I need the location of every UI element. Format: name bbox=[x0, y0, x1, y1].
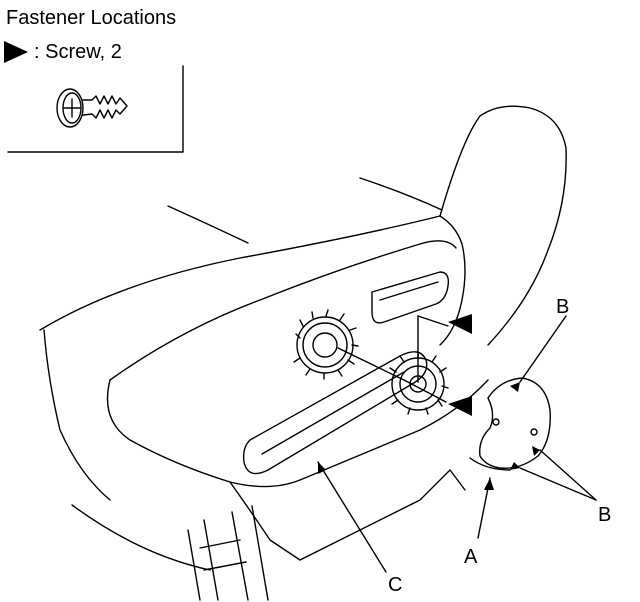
cover-b bbox=[469, 377, 551, 471]
page-title: Fastener Locations bbox=[6, 7, 177, 29]
lever-c bbox=[242, 351, 428, 475]
upper-recess-inner bbox=[379, 281, 439, 301]
legend-row: : Screw, 2 bbox=[4, 40, 122, 64]
leader-arrowhead-b-right1 bbox=[532, 446, 540, 456]
side-trim bbox=[106, 240, 489, 561]
leader-arrowhead-b-top bbox=[510, 382, 520, 392]
recliner-mechanism bbox=[293, 309, 449, 415]
callout-c: C bbox=[388, 574, 403, 596]
leader-arrowhead-c bbox=[318, 462, 326, 474]
screw-icon bbox=[56, 88, 128, 128]
arrowhead-triangle-icon bbox=[4, 41, 28, 63]
legend-label: : Screw, 2 bbox=[34, 41, 122, 63]
fastener-arrowhead-upper bbox=[448, 314, 472, 334]
callout-b-right: B bbox=[598, 504, 612, 526]
leader-lines bbox=[317, 315, 597, 573]
legend-frame bbox=[7, 65, 184, 153]
fastener-arrowhead-lower bbox=[448, 396, 472, 416]
upper-recess bbox=[371, 271, 450, 324]
leader-arrowhead-b-right2 bbox=[510, 462, 520, 470]
callout-a: A bbox=[464, 546, 478, 568]
seat-cushion bbox=[39, 177, 443, 571]
callout-b-top: B bbox=[556, 296, 570, 318]
leader-arrowhead-a bbox=[484, 478, 494, 490]
seat-back bbox=[439, 105, 567, 346]
seat-rail bbox=[187, 505, 269, 601]
